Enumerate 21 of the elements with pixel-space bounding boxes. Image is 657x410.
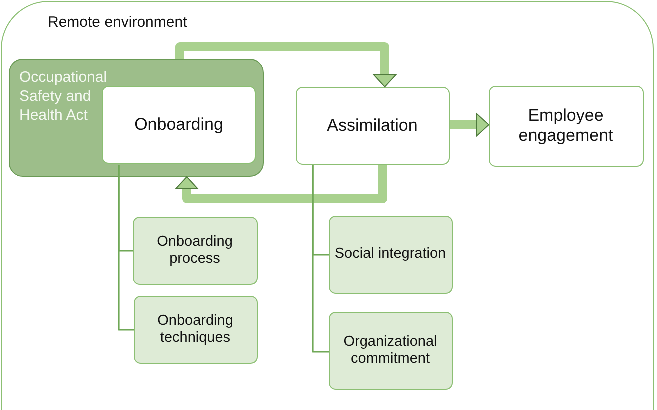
block-arrow <box>176 42 396 88</box>
subtopic-box <box>134 296 258 364</box>
block-arrow <box>450 114 490 136</box>
box-label: Onboarding <box>134 115 224 135</box>
box-label: Organizational commitment <box>342 334 438 368</box>
panel-title: Occupational Safety and Health Act <box>20 68 108 124</box>
law-panel <box>8 58 264 176</box>
box-label: Assimilation <box>326 116 419 136</box>
panel-title: Remote environment <box>48 14 188 31</box>
box-label: Employee engagement <box>518 106 614 146</box>
concept-box <box>102 86 256 164</box>
subtopic-box <box>328 216 452 294</box>
subtopic-box <box>328 312 452 390</box>
connector-line <box>312 165 329 353</box>
subtopic-box <box>132 216 258 284</box>
box-label: Onboarding techniques <box>156 312 234 346</box>
concept-box <box>488 86 644 166</box>
connector-line <box>118 165 134 331</box>
box-label: Onboarding process <box>156 234 234 268</box>
concept-box <box>296 86 450 164</box>
box-label: Social integration <box>334 246 448 263</box>
